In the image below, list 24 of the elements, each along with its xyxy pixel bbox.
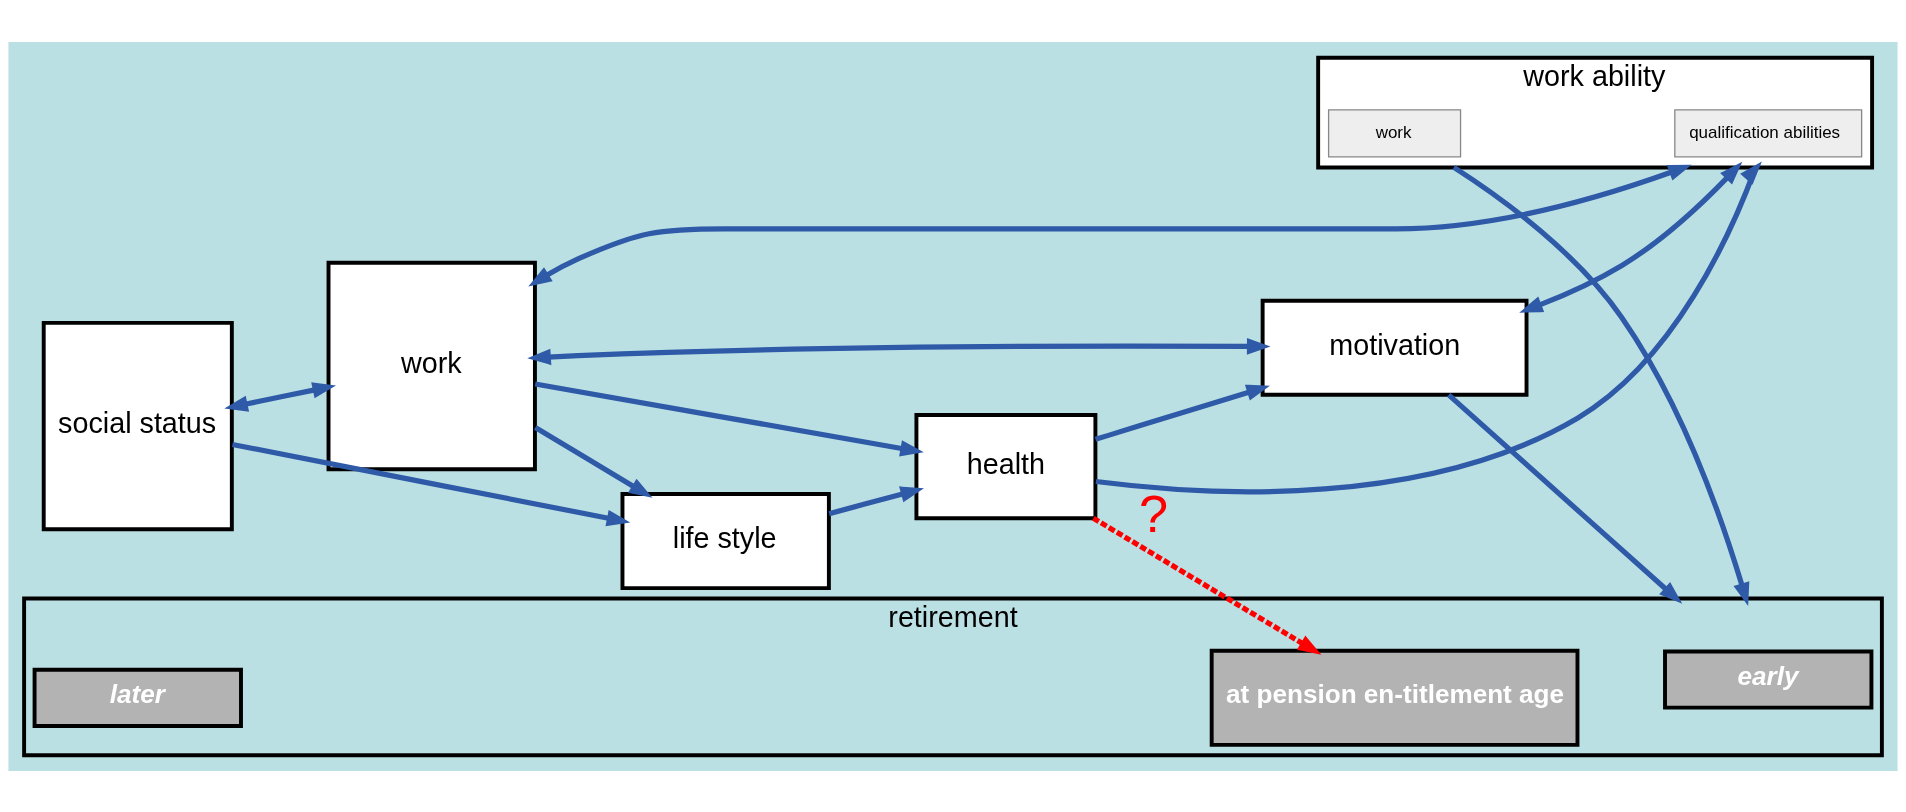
node-box: at pension en-titlement age <box>1209 648 1580 747</box>
arrow <box>534 424 653 498</box>
node-box: later <box>32 667 243 728</box>
arrow <box>528 164 1692 287</box>
node-box: health <box>914 412 1098 520</box>
arrow <box>231 441 631 526</box>
node-box: work <box>326 260 537 471</box>
arrow <box>1094 384 1270 442</box>
arrow <box>534 380 924 456</box>
arrow <box>1452 164 1750 606</box>
arrow <box>527 337 1271 365</box>
arrow <box>1446 392 1683 604</box>
node-box: early <box>1663 649 1874 710</box>
node-box: qualification abilities <box>1674 108 1863 158</box>
arrow <box>1519 161 1743 313</box>
node-box: life style <box>620 491 831 590</box>
node-box: social status <box>41 320 234 531</box>
edge-label: ? <box>1139 484 1169 543</box>
node-box: work <box>1327 108 1462 158</box>
arrow <box>828 485 924 516</box>
arrow <box>1095 160 1762 494</box>
arrow <box>224 381 336 412</box>
arrow <box>1092 515 1322 655</box>
node-box: motivation <box>1260 298 1529 397</box>
